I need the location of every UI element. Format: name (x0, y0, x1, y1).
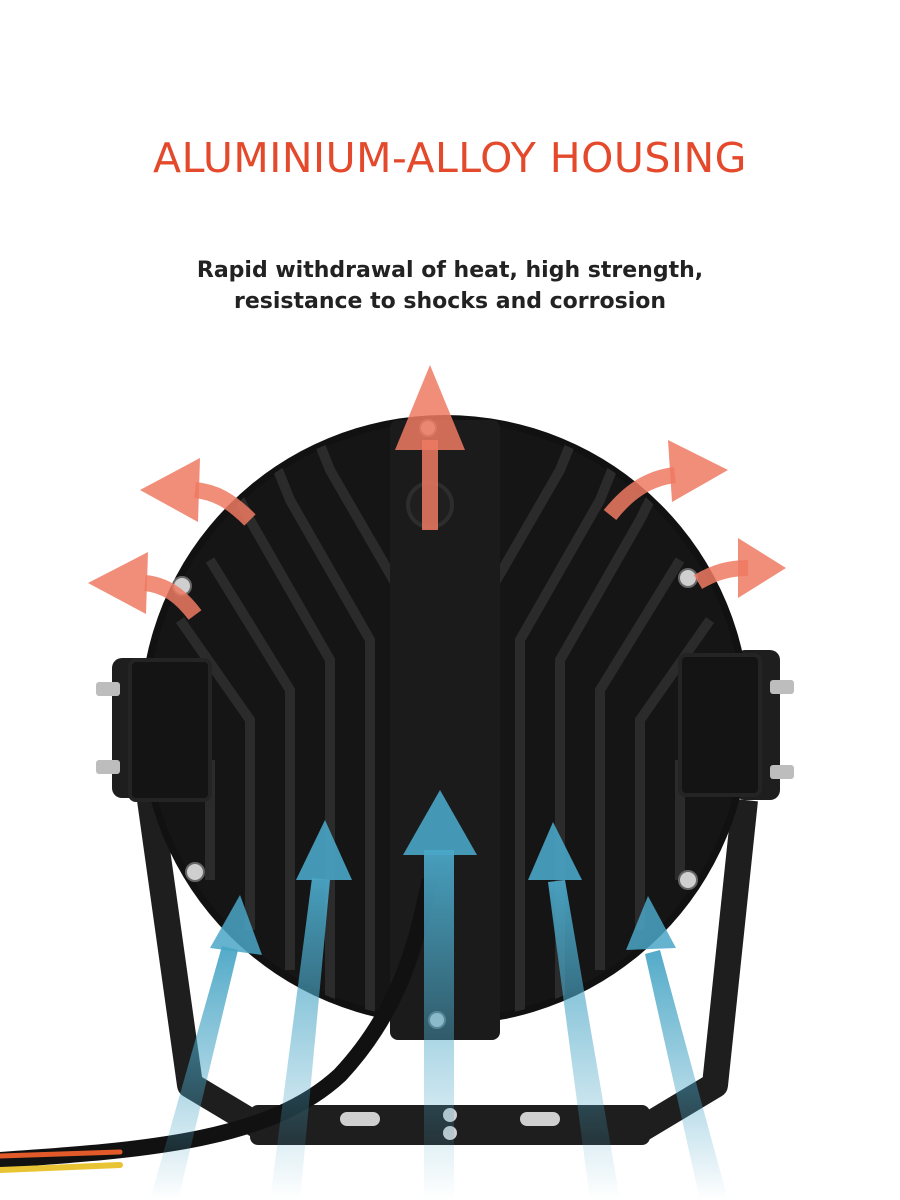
arrow-up-icon (403, 790, 477, 1200)
bolt-icon (96, 760, 120, 774)
arrow-up-icon (270, 820, 352, 1200)
aluminium-housing (128, 415, 762, 1040)
heat-out-arrows (88, 365, 786, 620)
center-spine (390, 420, 500, 1040)
page-title: ALUMINIUM-ALLOY HOUSING (153, 134, 747, 182)
airflow-in-arrows (150, 790, 728, 1200)
arrow-upper-left-icon (140, 458, 256, 526)
screw-icon (678, 870, 698, 890)
side-mount-left (128, 658, 212, 802)
bracket-slot (520, 1112, 560, 1126)
arrow-up-icon (395, 365, 465, 530)
led-light-illustration (0, 365, 794, 1200)
bolt-icon (770, 680, 794, 694)
arrow-upper-right-icon (603, 440, 728, 521)
arrow-right-icon (693, 538, 786, 598)
bracket-slot (340, 1112, 380, 1126)
page-subtitle: Rapid withdrawal of heat, high strength,… (196, 258, 704, 314)
screw-icon (185, 862, 205, 882)
side-mount-right (678, 653, 762, 797)
screw-icon (678, 568, 698, 588)
arrow-up-icon (626, 896, 728, 1200)
bolt-icon (770, 765, 794, 779)
arrow-left-icon (88, 552, 202, 620)
arrow-up-icon (528, 822, 620, 1200)
arrow-up-icon (150, 895, 262, 1200)
bolt-icon (96, 682, 120, 696)
